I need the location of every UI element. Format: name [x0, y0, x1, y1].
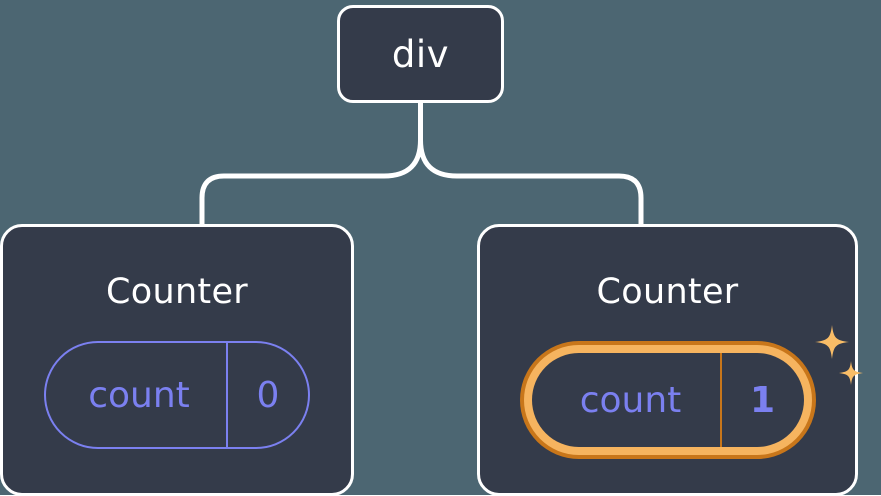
state-pill-right[interactable]: count 1 [519, 341, 816, 459]
state-pill-right-inner-ring: count 1 [523, 345, 812, 455]
node-div-label: div [391, 32, 450, 76]
edge-root-to-left-counter [199, 137, 423, 230]
state-pill-right-value: 1 [749, 379, 776, 421]
state-pill-left-wrapper: count 0 [44, 341, 310, 449]
state-pill-left[interactable]: count 0 [44, 341, 310, 449]
state-pill-left-value: 0 [256, 374, 280, 416]
node-counter-right-label: Counter [596, 272, 739, 312]
state-pill-left-key: count [46, 343, 228, 447]
node-counter-left[interactable]: Counter count 0 [0, 224, 354, 496]
node-div[interactable]: div [337, 5, 504, 103]
state-pill-right-wrapper: count 1 [519, 325, 863, 459]
state-pill-right-core: count 1 [531, 353, 804, 447]
state-pill-right-key: count [532, 353, 722, 447]
edge-root-to-right-counter [418, 137, 644, 230]
node-counter-right[interactable]: Counter count 1 [477, 224, 863, 496]
sparkle-icon-large [814, 325, 849, 359]
node-counter-left-label: Counter [106, 272, 248, 312]
